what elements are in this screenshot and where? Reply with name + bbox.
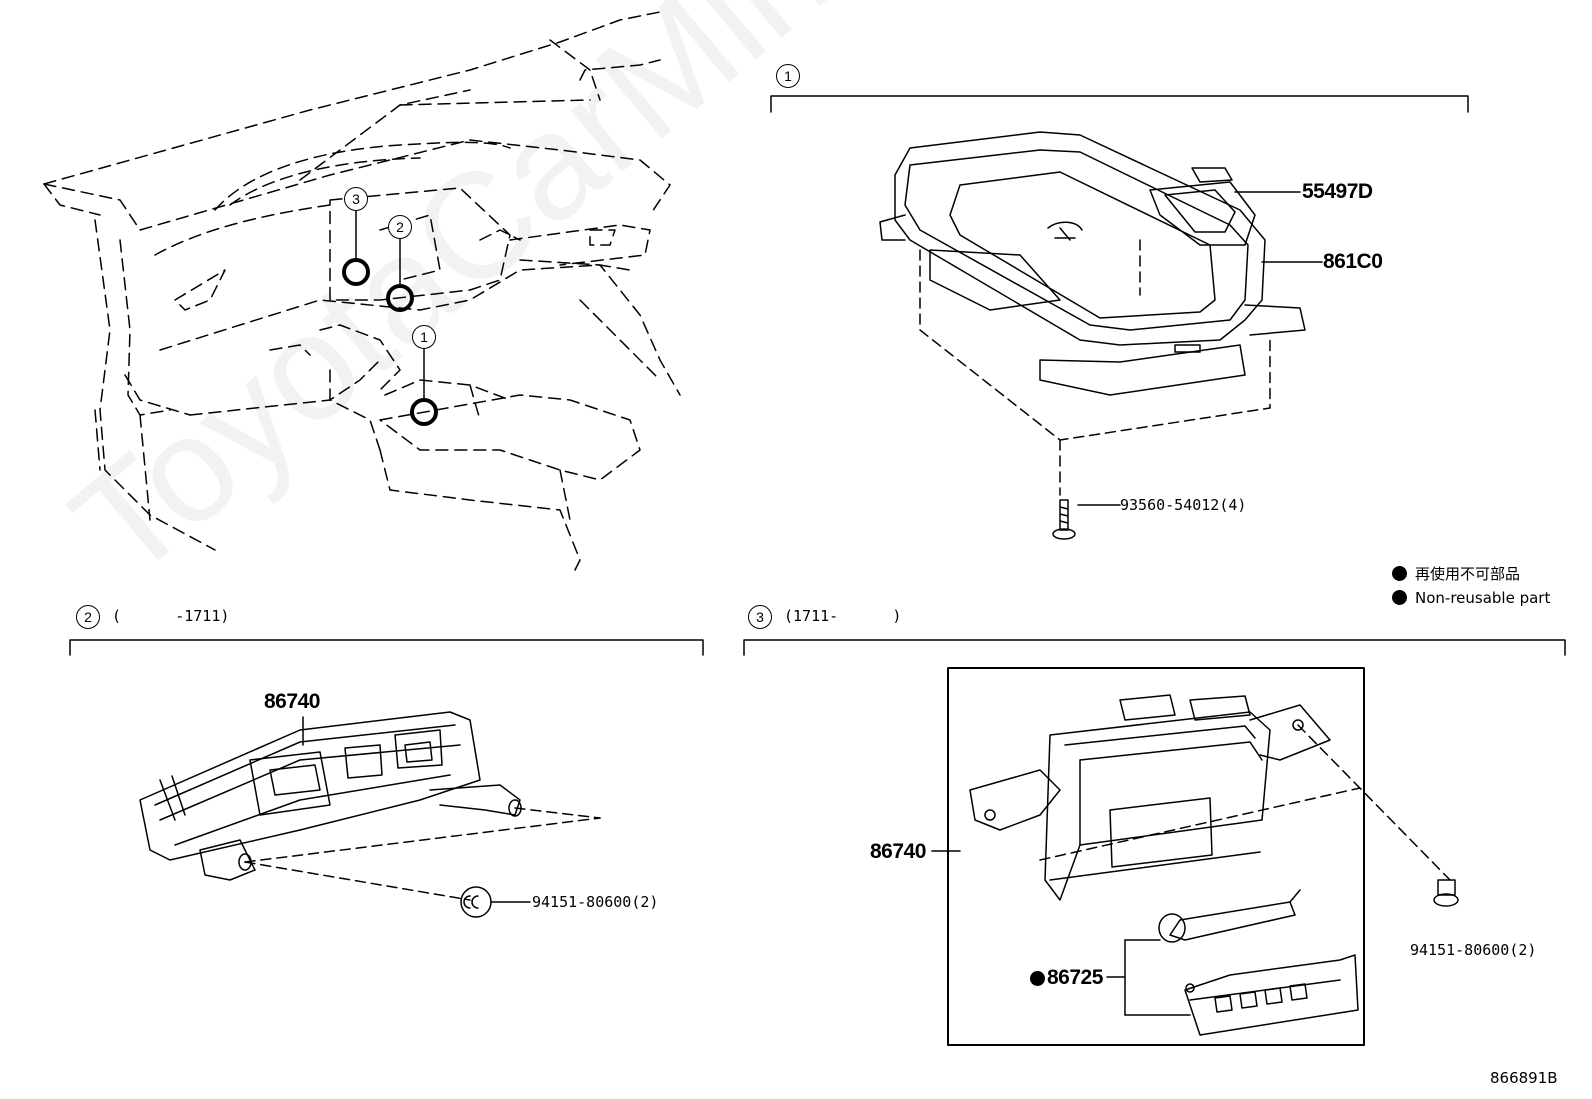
diagram-id: 866891B bbox=[1490, 1069, 1558, 1087]
legend-jp-text: 再使用不可部品 bbox=[1415, 565, 1521, 583]
section1-marker: 1 bbox=[776, 64, 800, 88]
callout-2: 2 bbox=[388, 215, 412, 239]
part-86740-old-label: 86740 bbox=[264, 690, 320, 713]
part-93560-label: 93560-54012(4) bbox=[1120, 496, 1247, 514]
amplifier-new-illustration bbox=[931, 667, 1459, 1046]
part-86725-text: 86725 bbox=[1047, 966, 1103, 989]
non-reusable-dot-icon bbox=[1392, 590, 1407, 605]
part-94151-new-label: 94151-80600(2) bbox=[1410, 941, 1537, 959]
legend-jp: 再使用不可部品 bbox=[1392, 563, 1520, 584]
callout-1: 1 bbox=[412, 325, 436, 349]
amplifier-old-illustration bbox=[139, 711, 601, 918]
dashboard-illustration bbox=[43, 11, 681, 571]
section3-range: (1711- ) bbox=[784, 607, 902, 625]
callout-3: 3 bbox=[344, 187, 368, 211]
part-861C0-label: 861C0 bbox=[1323, 250, 1383, 273]
part-86725-label: 86725 bbox=[1030, 966, 1103, 990]
section2-marker: 2 bbox=[76, 605, 100, 629]
legend-en-text: Non-reusable part bbox=[1415, 589, 1551, 607]
section3-marker: 3 bbox=[748, 605, 772, 629]
section3-bracket bbox=[743, 639, 1566, 656]
wireless-charger-illustration bbox=[879, 131, 1323, 540]
section2-bracket bbox=[69, 639, 704, 656]
non-reusable-dot-icon bbox=[1392, 566, 1407, 581]
non-reusable-dot-icon bbox=[1030, 971, 1045, 986]
part-55497D-label: 55497D bbox=[1302, 180, 1373, 203]
part-86740-new-label: 86740 bbox=[870, 840, 926, 863]
legend-en: Non-reusable part bbox=[1392, 589, 1550, 607]
section1-bracket bbox=[770, 95, 1469, 113]
section2-range: ( -1711) bbox=[112, 607, 230, 625]
part-94151-old-label: 94151-80600(2) bbox=[532, 893, 659, 911]
